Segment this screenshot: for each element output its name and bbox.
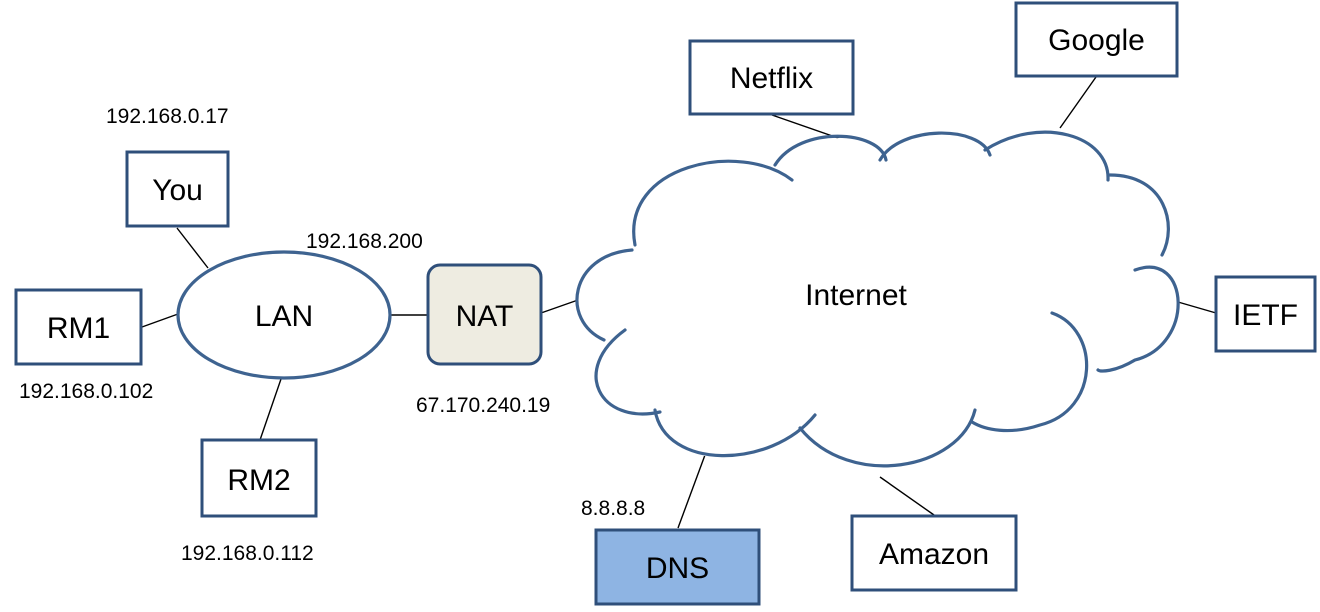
ietf-node: IETF (1214, 275, 1317, 353)
link-amazon-internet (879, 476, 935, 516)
cloud-arc (653, 408, 817, 458)
you-box (125, 150, 230, 228)
ietf-label: IETF (1233, 299, 1298, 332)
rm2-box (200, 438, 318, 518)
amazon-node: Amazon (850, 514, 1018, 592)
link-dns-internet (677, 454, 706, 529)
rm1-node: RM1 (14, 288, 143, 366)
ip-labels: 192.168.0.17 192.168.200 192.168.0.102 6… (19, 105, 645, 565)
netflix-node: Netflix (688, 39, 855, 116)
link-rm1-lan (141, 313, 179, 328)
amazon-box (850, 514, 1018, 592)
netflix-label: Netflix (730, 62, 813, 95)
nat-box (426, 263, 543, 366)
cloud-arc (594, 328, 662, 416)
cloud-fill (576, 126, 1177, 464)
cloud-arc (773, 134, 888, 167)
lan-node: LAN (176, 250, 392, 380)
cloud-arc (1108, 173, 1170, 257)
cloud-arc (1096, 265, 1180, 373)
rm2-label: RM2 (227, 464, 290, 497)
ip-rm1: 192.168.0.102 (19, 380, 153, 403)
ip-rm2: 192.168.0.112 (181, 542, 314, 565)
link-rm2-lan (259, 378, 282, 441)
ip-dns: 8.8.8.8 (581, 497, 645, 520)
internet-label: Internet (805, 279, 907, 312)
nat-label: NAT (456, 300, 514, 333)
cloud-arc (575, 248, 634, 342)
dns-box (594, 528, 761, 606)
ip-you: 192.168.0.17 (106, 105, 229, 128)
lan-ellipse (176, 250, 392, 380)
dns-label: DNS (646, 552, 709, 585)
google-label: Google (1048, 24, 1145, 57)
ip-nat-outside: 67.170.240.19 (416, 394, 550, 417)
lan-label: LAN (255, 300, 313, 333)
rm1-box (14, 288, 143, 366)
cloud-arc (878, 131, 992, 162)
rm2-node: RM2 (200, 438, 318, 518)
dns-node: DNS (594, 528, 761, 606)
cloud-arc (983, 130, 1110, 182)
cloud-arc (632, 159, 794, 247)
internet-cloud: Internet (575, 126, 1180, 468)
connections (141, 76, 1217, 529)
nat-node: NAT (426, 263, 543, 366)
netflix-box (688, 39, 855, 116)
you-label: You (152, 174, 203, 207)
link-google-internet (1059, 76, 1097, 129)
you-node: You (125, 150, 230, 228)
rm1-label: RM1 (47, 312, 110, 345)
ip-nat-inside: 192.168.200 (306, 230, 423, 253)
cloud-arc (798, 408, 977, 468)
google-box (1014, 1, 1179, 78)
google-node: Google (1014, 1, 1179, 78)
ietf-box (1214, 275, 1317, 353)
amazon-label: Amazon (879, 538, 989, 571)
link-you-lan (176, 227, 209, 269)
link-ietf-internet (1177, 301, 1217, 314)
cloud-arc (970, 311, 1089, 433)
link-nat-internet (540, 299, 579, 314)
